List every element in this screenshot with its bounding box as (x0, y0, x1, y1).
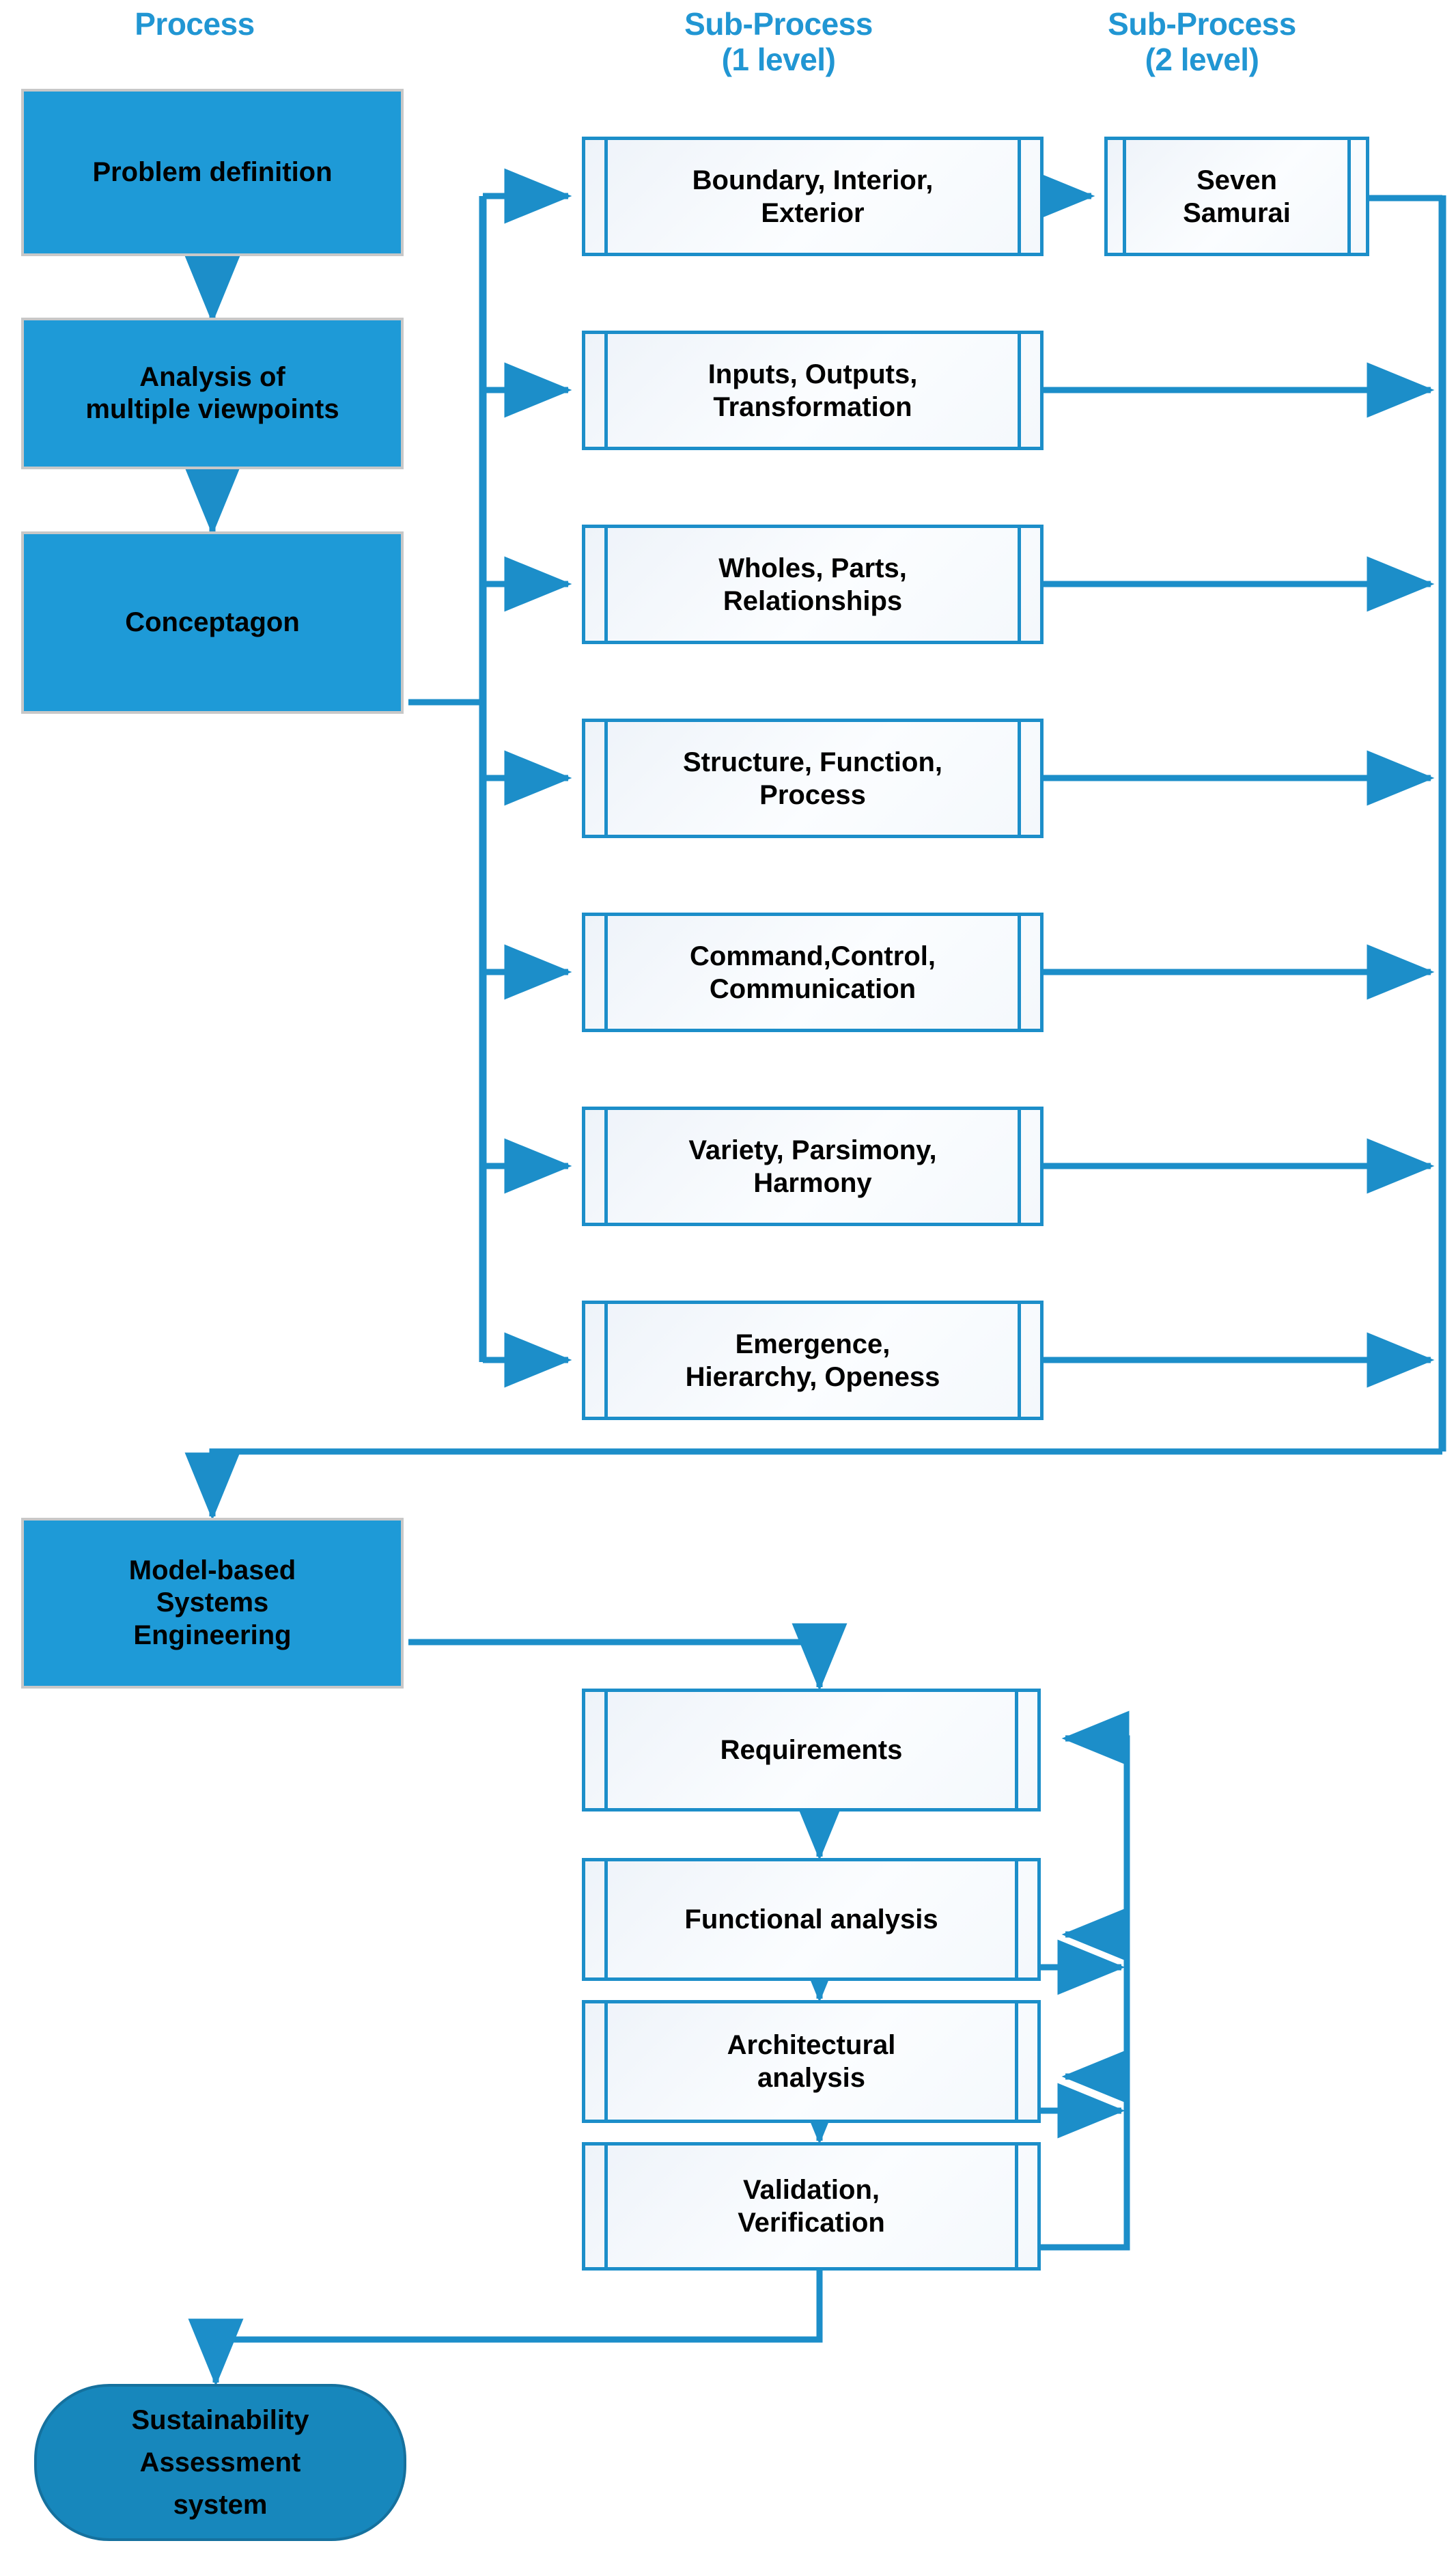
subprocess-variety-line2: Harmony (753, 1167, 872, 1198)
predefined-process-right-bar-icon (1018, 916, 1021, 1029)
process-box-model-based-systems-engineering[interactable]: Model-based Systems Engineering (21, 1518, 404, 1689)
subprocess-inputs-line2: Transformation (713, 391, 912, 422)
predefined-process-left-bar-icon (604, 1861, 608, 1977)
predefined-process-left-bar-icon (604, 722, 608, 835)
predefined-process-right-bar-icon (1018, 140, 1021, 253)
predefined-process-right-bar-icon (1015, 1692, 1018, 1808)
predefined-process-right-bar-icon (1018, 528, 1021, 641)
subprocess-variety-line1: Variety, Parsimony, (688, 1135, 937, 1165)
process-box-conceptagon[interactable]: Conceptagon (21, 531, 404, 714)
subprocess-wholes-line1: Wholes, Parts, (718, 553, 907, 583)
predefined-process-left-bar-icon (604, 334, 608, 447)
subprocess-box-command-control-communication[interactable]: Command,Control, Communication (582, 913, 1044, 1032)
subprocess-box-emergence-hierarchy-openess[interactable]: Emergence, Hierarchy, Openess (582, 1301, 1044, 1420)
subprocess-box-inputs-outputs-transformation[interactable]: Inputs, Outputs, Transformation (582, 331, 1044, 450)
predefined-process-left-bar-icon (604, 528, 608, 641)
subprocess-wholes-line2: Relationships (723, 585, 903, 616)
arrow-mbse-to-requirements (408, 1623, 848, 1691)
process-box-mbse-line3: Engineering (133, 1620, 292, 1650)
process-box-analysis-line1: Analysis of (139, 361, 285, 392)
terminator-sustainability-assessment-system[interactable]: Sustainability Assessment system (34, 2384, 406, 2541)
process-box-analysis-of-viewpoints[interactable]: Analysis of multiple viewpoints (21, 318, 404, 469)
predefined-process-left-bar-icon (604, 140, 608, 253)
subprocess-box-boundary-interior-exterior[interactable]: Boundary, Interior, Exterior (582, 137, 1044, 256)
subprocess-boundary-line1: Boundary, Interior, (692, 165, 934, 195)
column-heading-process-label: Process (135, 6, 255, 42)
process-box-problem-definition-label: Problem definition (92, 156, 333, 187)
predefined-process-left-bar-icon (604, 2003, 608, 2120)
process-box-conceptagon-label: Conceptagon (125, 607, 300, 637)
predefined-process-left-bar-icon (604, 916, 608, 1029)
column-heading-subprocess-2: Sub-Process (2 level) (1018, 6, 1386, 77)
subprocess-boundary-line2: Exterior (761, 197, 865, 228)
column-heading-subprocess-2-line1: Sub-Process (1108, 6, 1296, 42)
subprocess-emergence-line2: Hierarchy, Openess (685, 1361, 940, 1392)
subprocess-inputs-line1: Inputs, Outputs, (708, 359, 918, 389)
predefined-process-right-bar-icon (1347, 140, 1351, 253)
stage-box-architectural-analysis[interactable]: Architectural analysis (582, 2000, 1041, 2123)
terminator-line2: Assessment (139, 2447, 301, 2477)
subprocess-emergence-line1: Emergence, (735, 1329, 891, 1359)
subprocess-structure-line2: Process (759, 779, 866, 810)
predefined-process-right-bar-icon (1018, 1304, 1021, 1417)
process-box-problem-definition[interactable]: Problem definition (21, 89, 404, 256)
stage-box-requirements[interactable]: Requirements (582, 1689, 1041, 1812)
subprocess-seven-samurai-line2: Samurai (1183, 197, 1291, 228)
column-heading-subprocess-1-line2: (1 level) (721, 41, 836, 77)
predefined-process-left-bar-icon (604, 2146, 608, 2267)
subprocess-box-wholes-parts-relationships[interactable]: Wholes, Parts, Relationships (582, 525, 1044, 644)
column-heading-subprocess-1-line1: Sub-Process (684, 6, 873, 42)
predefined-process-right-bar-icon (1018, 722, 1021, 835)
subprocess-box-variety-parsimony-harmony[interactable]: Variety, Parsimony, Harmony (582, 1107, 1044, 1226)
subprocess-structure-line1: Structure, Function, (683, 747, 942, 777)
predefined-process-right-bar-icon (1015, 1861, 1018, 1977)
subprocess-seven-samurai-line1: Seven (1196, 165, 1277, 195)
process-box-mbse-line2: Systems (156, 1587, 269, 1618)
subprocess-box-structure-function-process[interactable]: Structure, Function, Process (582, 719, 1044, 838)
predefined-process-right-bar-icon (1015, 2146, 1018, 2267)
arrow-validation-to-sustainability (188, 2270, 823, 2387)
stage-validation-line2: Verification (738, 2208, 885, 2238)
column-heading-subprocess-2-line2: (2 level) (1145, 41, 1259, 77)
terminator-line3: system (173, 2490, 268, 2520)
arrow-validation-feedback-to-requirements (1041, 1710, 1130, 2251)
stage-architectural-line1: Architectural (727, 2030, 896, 2060)
process-box-mbse-line1: Model-based (128, 1555, 296, 1586)
process-box-analysis-line2: multiple viewpoints (85, 394, 339, 424)
arrow-collector-to-mbse (184, 1448, 1442, 1521)
predefined-process-right-bar-icon (1015, 2003, 1018, 2120)
predefined-process-right-bar-icon (1018, 1110, 1021, 1223)
column-heading-subprocess-1: Sub-Process (1 level) (587, 6, 970, 77)
stage-validation-line1: Validation, (742, 2175, 880, 2205)
column-heading-process: Process (0, 6, 389, 42)
predefined-process-left-bar-icon (604, 1692, 608, 1808)
stage-architectural-line2: analysis (757, 2063, 865, 2093)
terminator-line1: Sustainability (131, 2405, 309, 2435)
predefined-process-left-bar-icon (604, 1110, 608, 1223)
predefined-process-left-bar-icon (1123, 140, 1126, 253)
stage-box-validation-verification[interactable]: Validation, Verification (582, 2142, 1041, 2271)
predefined-process-left-bar-icon (604, 1304, 608, 1417)
predefined-process-right-bar-icon (1018, 334, 1021, 447)
stage-functional-analysis-label: Functional analysis (684, 1904, 938, 1934)
stage-box-functional-analysis[interactable]: Functional analysis (582, 1858, 1041, 1981)
subprocess-command-line1: Command,Control, (690, 941, 936, 971)
stage-requirements-label: Requirements (720, 1735, 903, 1765)
subprocess-box-seven-samurai[interactable]: Seven Samurai (1104, 137, 1369, 256)
subprocess-command-line2: Communication (709, 973, 916, 1004)
